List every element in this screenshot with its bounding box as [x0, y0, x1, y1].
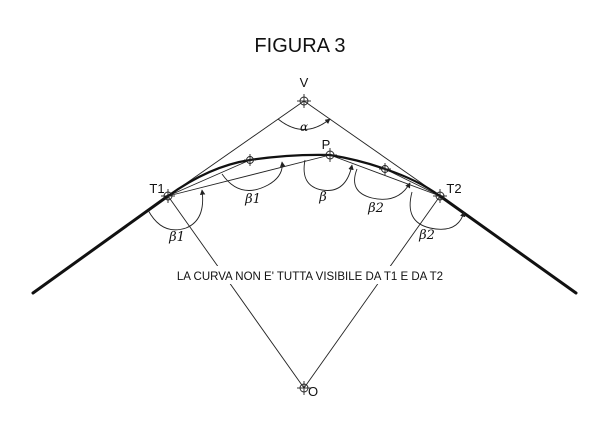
label-beta1-chord: β1: [244, 192, 261, 207]
point-marker-p: [323, 148, 337, 162]
angle-arc-alpha: [277, 118, 331, 130]
point-marker-curve-right: [379, 163, 391, 175]
chord-t1-p: [167, 154, 331, 197]
label-beta2-chord: β2: [367, 201, 384, 216]
circular-curve: [167, 153, 441, 197]
angle-arc-beta2-chord: [354, 168, 411, 200]
label-alpha: α: [300, 120, 308, 134]
label-p: P: [322, 137, 331, 152]
label-beta-center: β: [318, 190, 327, 205]
point-marker-t2: [433, 189, 447, 203]
radius-line-right: [303, 195, 441, 389]
point-marker-t1: [161, 189, 175, 203]
angle-arc-beta1-tangent: [147, 189, 206, 231]
label-beta2-tangent: β2: [418, 228, 435, 243]
tangent-extension-left: [167, 100, 305, 197]
label-t2: T2: [446, 181, 461, 196]
chord-t1-left-point: [167, 159, 251, 197]
chord-right-point-t2: [384, 168, 441, 197]
angle-arc-beta-center: [303, 159, 354, 191]
point-marker-curve-left: [244, 154, 256, 166]
point-marker-v: [297, 94, 311, 108]
chord-p-t2: [329, 154, 441, 197]
radius-line-left: [167, 195, 305, 389]
angle-arc-beta1-chord: [221, 161, 286, 191]
figure-title: FIGURA 3: [254, 35, 345, 57]
label-o: O: [308, 384, 318, 399]
point-marker-o: [297, 381, 311, 395]
tangent-line-left: [31, 194, 170, 295]
angle-arc-beta2-tangent: [409, 191, 466, 230]
label-beta1-tangent: β1: [168, 230, 185, 245]
note-text: LA CURVA NON E' TUTTA VISIBILE DA T1 E D…: [177, 271, 443, 283]
label-v: V: [300, 75, 309, 90]
tangent-extension-right: [303, 100, 441, 197]
note-background: [143, 266, 480, 284]
label-t1: T1: [149, 181, 164, 196]
